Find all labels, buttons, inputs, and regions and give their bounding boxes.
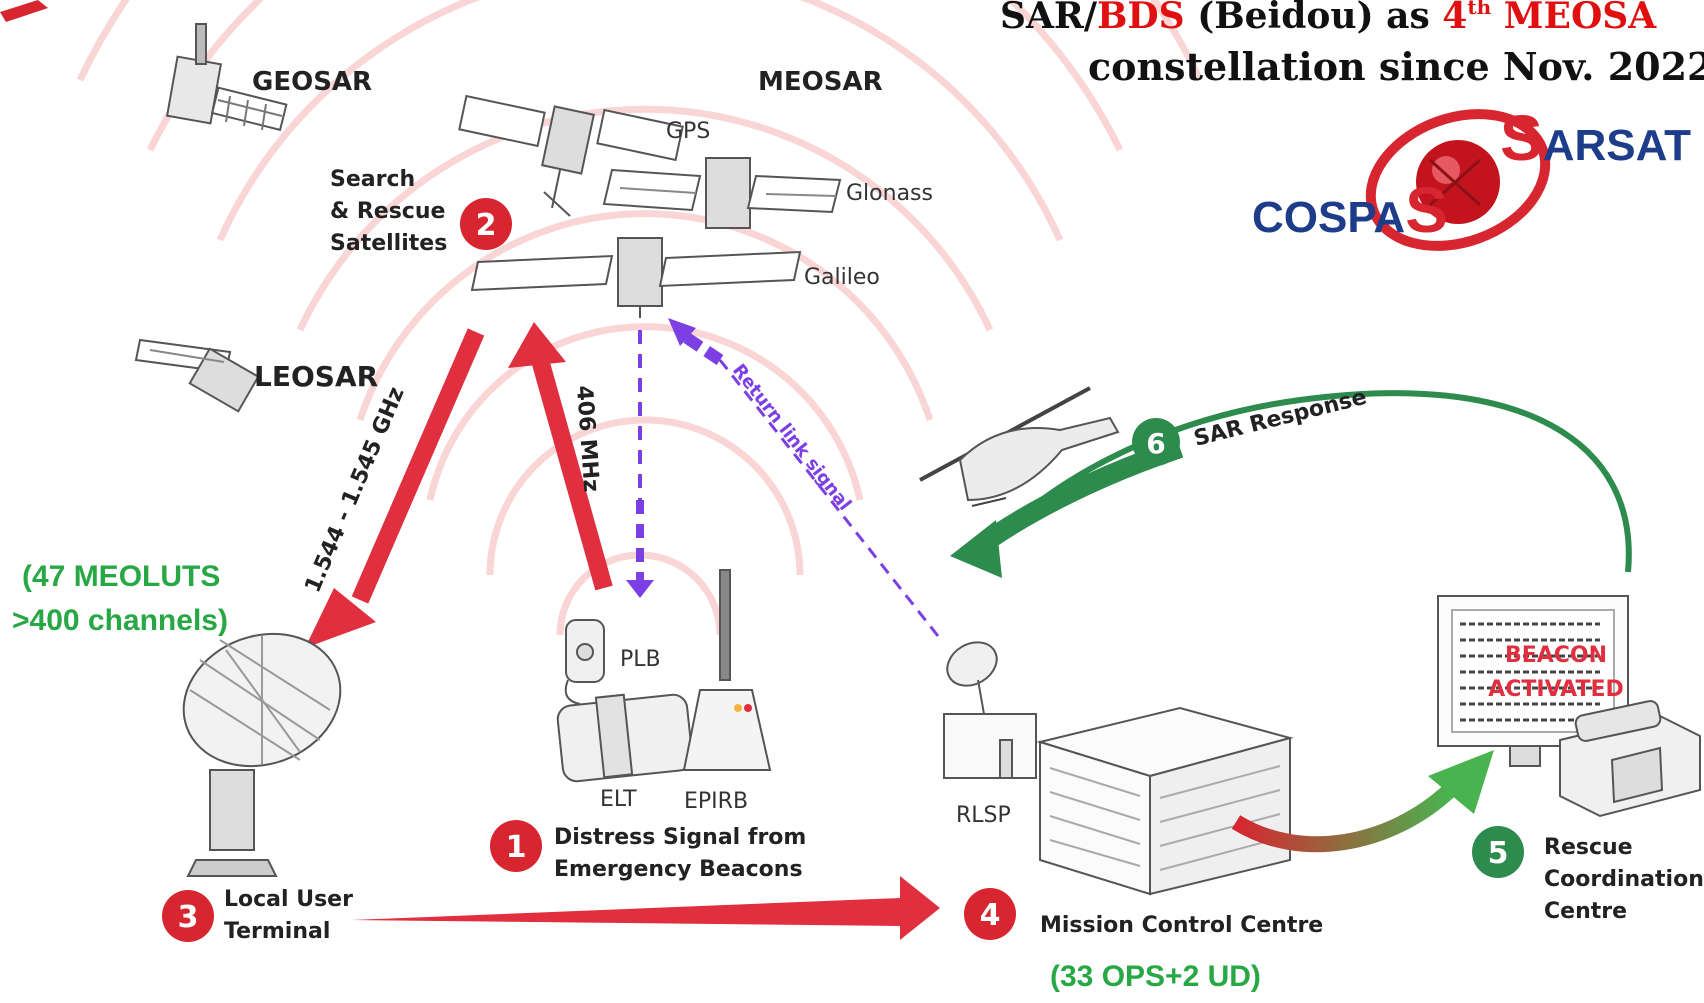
rlsp-antenna-icon [943,641,1037,779]
step-5-line-2: Coordination [1544,867,1704,892]
downlink-arrow [305,328,485,648]
header-line-2: constellation since Nov. 2022 [1088,44,1704,89]
step-3-line-2: Terminal [224,919,330,944]
screen-text-line-2: ACTIVATED [1488,677,1624,702]
step-4-badge [964,888,1016,940]
step-5-number: 5 [1488,836,1509,871]
mcc-to-rcc-arrow [1231,750,1494,853]
step-5-line-1: Rescue [1544,835,1633,860]
leosar-label: LEOSAR [254,360,378,393]
logo-cospas: COSPAS [1252,174,1448,246]
step-2-line-3: Satellites [330,231,447,256]
wave-arc [426,323,864,501]
return-downlink-arrow [626,330,654,598]
plb-beacon-icon [564,619,605,705]
leosar-satellite-icon [134,338,260,413]
epirb-label: EPIRB [684,789,748,814]
logo-ring [1365,109,1551,251]
step-4-label: Mission Control Centre [1040,913,1323,938]
step-2-line-2: & Rescue [330,199,445,224]
step-1-line-2: Emergency Beacons [554,857,803,882]
step-2-badge [460,198,512,250]
plb-label: PLB [620,647,661,672]
step-1-number: 1 [506,830,527,865]
gps-label: GPS [666,119,710,144]
step-3-line-1: Local User [224,887,353,912]
ops-annotation: (33 OPS+2 UD) [1050,960,1261,993]
cospas-sarsat-logo: COSPAS SARSAT [1252,102,1691,251]
logo-sarsat: SARSAT [1500,102,1691,174]
geosar-satellite-icon [165,23,288,132]
downlink-frequency-label: 1.544 - 1.545 GHz [301,384,410,597]
mcc-building-icon [1036,706,1294,896]
elt-beacon-icon [556,693,694,783]
step-3-number: 3 [178,900,199,935]
telephone-icon [1559,700,1701,818]
step-2-line-1: Search [330,167,415,192]
step-1-badge [490,820,542,872]
meoluts-annotation-line-1: (47 MEOLUTS [22,560,220,593]
gps-satellite-icon [458,94,684,217]
geosar-label: GEOSAR [252,67,372,97]
galileo-satellite-icon [470,237,802,318]
epirb-beacon-icon [682,569,772,771]
step-3-badge [162,890,214,942]
header-line-1: SAR/BDS (Beidou) as 4th MEOSA [1000,0,1657,37]
meosar-label: MEOSAR [758,67,883,97]
wave-arc [486,416,804,576]
screen-text-line-1: BEACON [1505,643,1607,668]
wave-arc [296,105,994,332]
galileo-label: Galileo [804,265,880,290]
step-2-number: 2 [476,208,497,243]
elt-label: ELT [600,787,637,812]
helicopter-icon [919,386,1120,507]
glonass-label: Glonass [846,181,933,206]
step-5-line-3: Centre [1544,899,1627,924]
lut-dish-antenna-icon [182,632,342,877]
step-6-badge [1132,418,1180,466]
corner-arrow-fragment [0,0,48,22]
glonass-satellite-icon [602,157,842,229]
step-4-number: 4 [980,898,1001,933]
return-link-arrow [668,318,940,637]
step-6-number: 6 [1146,427,1165,460]
rlsp-label: RLSP [956,803,1011,828]
wave-arc [216,0,1064,242]
rcc-monitor-icon [1437,595,1629,767]
step-5-badge [1472,826,1524,878]
lut-to-mcc-arrow [352,876,940,940]
wave-arc [356,210,934,422]
step-1-line-1: Distress Signal from [554,825,806,850]
uplink-arrow [508,322,613,591]
meoluts-annotation-line-2: >400 channels) [12,604,228,637]
